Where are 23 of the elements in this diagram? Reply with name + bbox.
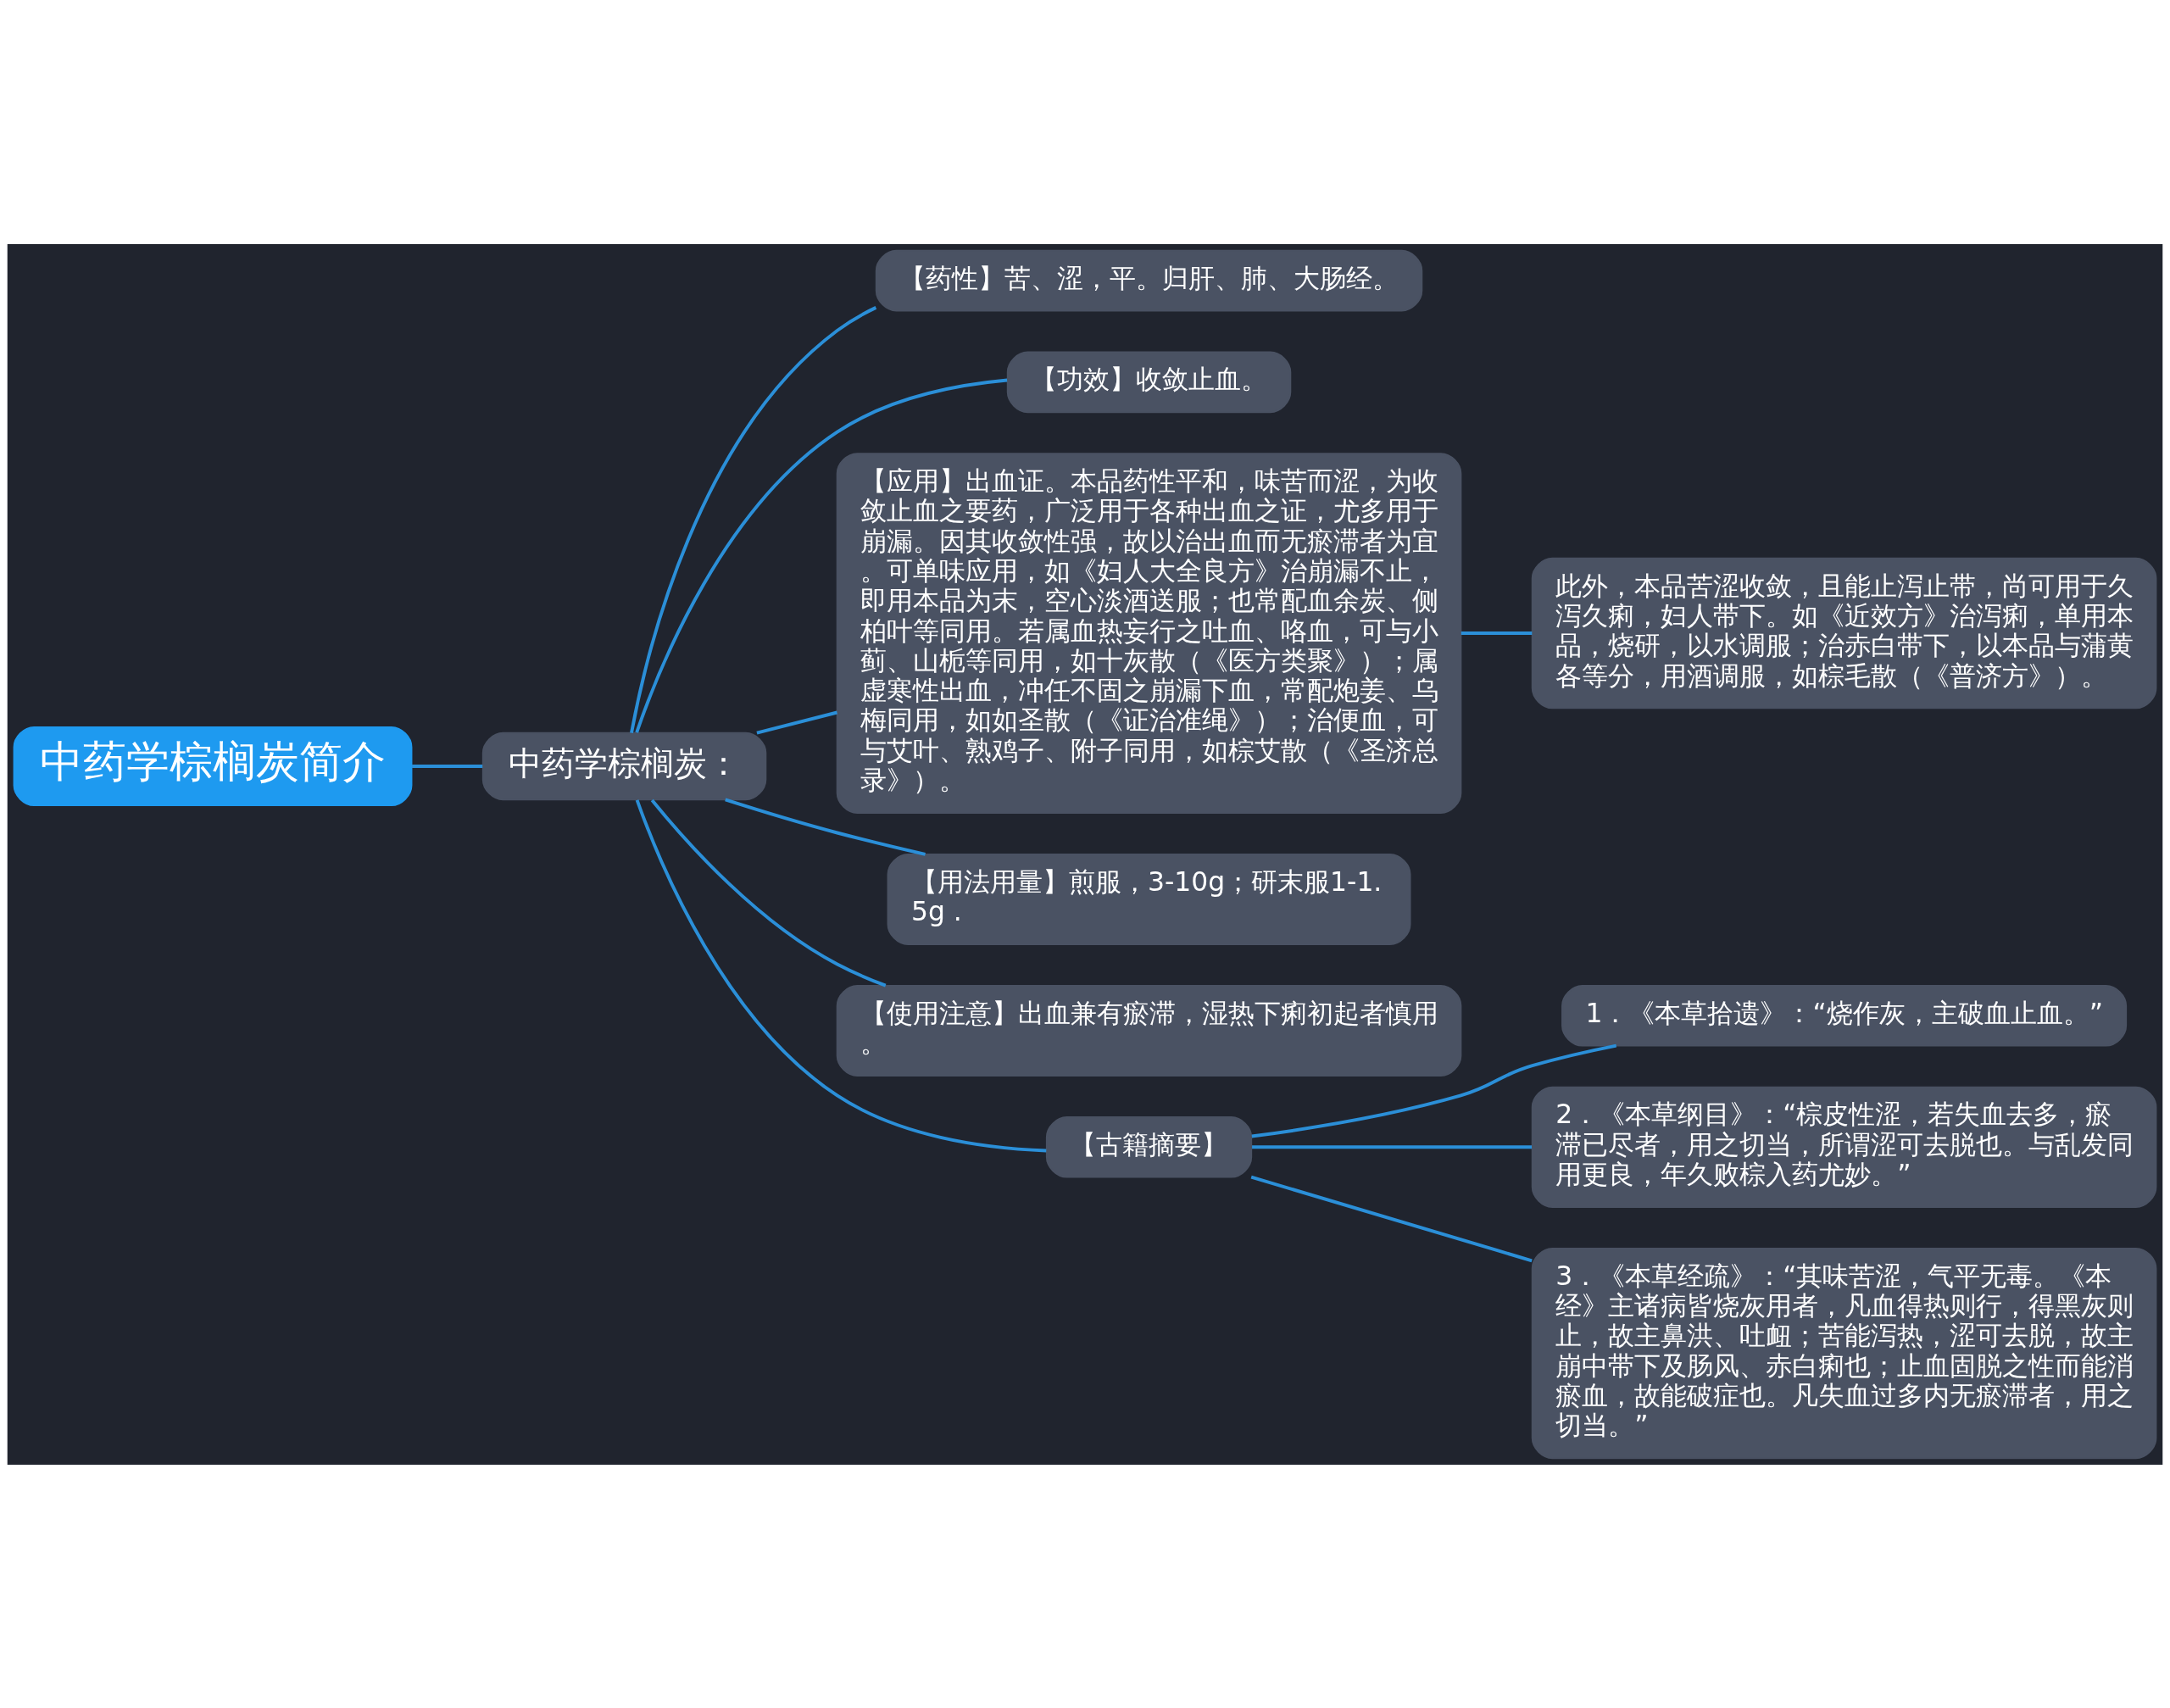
connector <box>725 798 926 856</box>
connector <box>635 798 1047 1152</box>
node-box: 【古籍摘要】 <box>1045 1115 1253 1178</box>
connector <box>650 798 887 987</box>
node-box: 【用法用量】煎服，3-10g；研末服1-1.5g . <box>887 853 1411 945</box>
node-box: 1．《本草拾遗》：“烧作灰，主破血止血。” <box>1561 984 2128 1047</box>
connector <box>756 710 837 735</box>
node-box: 【使用注意】出血兼有瘀滞，湿热下痢初起者慎用。 <box>836 984 1462 1077</box>
connector <box>1461 631 1533 635</box>
node-box: 中药学棕榈炭简介 <box>13 726 413 806</box>
connector <box>1250 1175 1533 1262</box>
node-box: 2．《本草纲目》：“棕皮性涩，若失血去多，瘀滞已尽者，用之切当，所谓涩可去脱也。与乱发同用更良，年久败棕入药尤妙。” <box>1531 1086 2157 1208</box>
connector <box>635 378 1008 733</box>
node-box: 3．《本草经疏》：“其味苦涩，气平无毒。《本经》主诸病皆烧灰用者，凡血得热则行，得黑灰则止，故主鼻洪、吐衄；苦能泻热，涩可去脱，故主崩中带下及肠风、赤白痢也；止血固脱之性而能消瘀血，故能破症也。凡失血过多内无瘀滞者，用之切当。” <box>1531 1247 2157 1459</box>
connector <box>1251 1043 1617 1138</box>
node-box: 中药学棕榈炭： <box>481 732 767 800</box>
node-box: 【药性】苦、涩，平。归肝、肺、大肠经。 <box>875 249 1423 311</box>
node-box: 此外，本品苦涩收敛，且能止泻止带，尚可用于久泻久痢，妇人带下。如《近效方》治泻痢，单用本品，烧研，以水调服；治赤白带下，以本品与蒲黄各等分，用酒调服，如棕毛散（《普济方》）。 <box>1531 557 2157 709</box>
node-box: 【应用】出血证。本品药性平和，味苦而涩，为收敛止血之要药，广泛用于各种出血之证，尤多用于崩漏。因其收敛性强，故以治出血而无瘀滞者为宜。可单味应用，如《妇人大全良方》治崩漏不止，即用本品为末，空心淡酒送服；也常配血余炭、侧柏叶等同用。若属血热妄行之吐血、咯血，可与小蓟、山栀等同用，如十灰散（《医方类聚》）；属虚寒性出血，冲任不固之崩漏下血，常配炮姜、乌梅同用，如如圣散（《证治准绳》）；治便血，可与艾叶、熟鸡子、附子同用，如棕艾散（《圣济总录》）。 <box>836 452 1462 814</box>
connector <box>630 305 877 733</box>
connector <box>412 764 483 768</box>
node-box: 【功效】收敛止血。 <box>1006 351 1292 413</box>
connector <box>1252 1144 1532 1149</box>
